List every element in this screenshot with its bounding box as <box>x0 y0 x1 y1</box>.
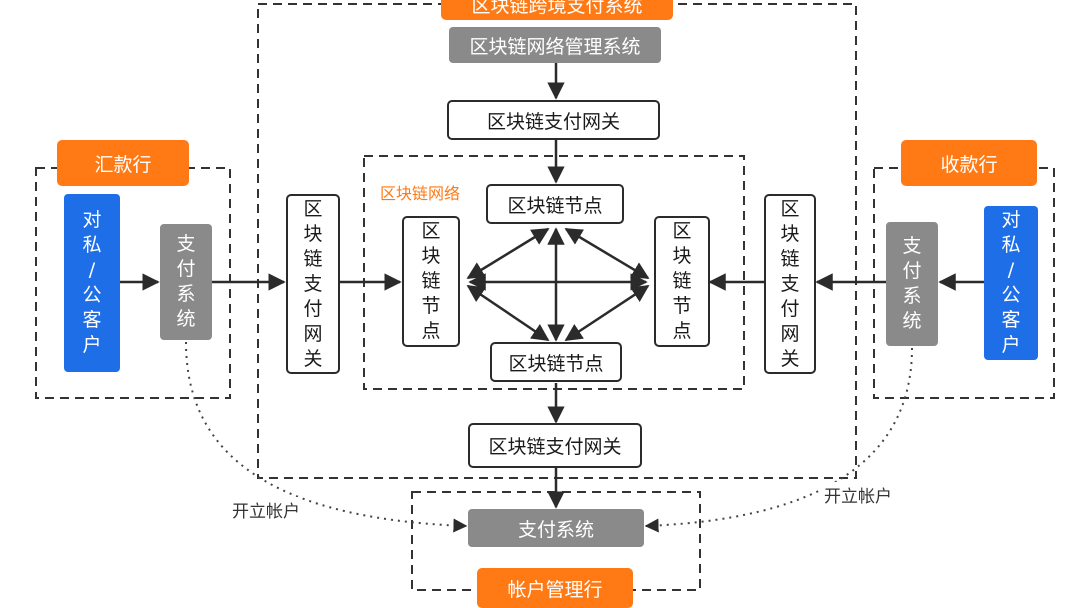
vertical-char: 链 <box>780 247 800 270</box>
vertical-char: 统 <box>902 310 922 332</box>
vertical-char: 块 <box>421 245 441 267</box>
vertical-char: 链 <box>672 270 692 292</box>
right-customer: 对私 / 公客户 <box>984 206 1038 360</box>
vertical-char: 支 <box>176 233 196 255</box>
vertical-char: / <box>1007 259 1015 281</box>
left-customer: 对私 / 公客户 <box>64 194 120 372</box>
vertical-char: 户 <box>1001 334 1021 356</box>
node-left: 区块链节点 <box>402 216 460 347</box>
vertical-char: 付 <box>780 297 800 320</box>
vertical-char: 统 <box>176 308 196 330</box>
vertical-char: 对 <box>1001 209 1021 231</box>
vertical-char: 支 <box>902 235 922 257</box>
vertical-char: 私 <box>1001 234 1021 256</box>
vertical-char: 支 <box>780 272 800 295</box>
vertical-char: 公 <box>82 284 102 306</box>
receive-bank-title: 收款行 <box>901 140 1037 186</box>
account-bank-title: 帐户管理行 <box>477 568 633 608</box>
vertical-char: 区 <box>780 197 800 220</box>
open-account-left-label: 开立帐户 <box>230 497 302 522</box>
gateway-right: 区块链支付网关 <box>764 194 816 374</box>
gateway-right-text: 区块链支付网关 <box>780 197 799 372</box>
left-customer-text: 对私 / 公客户 <box>82 208 101 358</box>
vertical-char: 区 <box>421 220 441 242</box>
network-mgmt-system: 区块链网络管理系统 <box>449 27 661 63</box>
vertical-char: 网 <box>780 322 800 345</box>
network-label: 区块链网络 <box>380 184 461 203</box>
remit-bank-title: 汇款行 <box>57 140 189 186</box>
vertical-char: 客 <box>82 309 102 331</box>
vertical-char: 块 <box>672 245 692 267</box>
node-bottom: 区块链节点 <box>490 342 622 382</box>
vertical-char: 网 <box>303 322 323 345</box>
gateway-bottom: 区块链支付网关 <box>468 423 642 468</box>
right-customer-text: 对私 / 公客户 <box>1001 208 1020 358</box>
vertical-char: 付 <box>176 258 196 280</box>
vertical-char: 块 <box>303 222 323 245</box>
node-right-text: 区块链节点 <box>672 219 691 344</box>
vertical-char: 区 <box>303 197 323 220</box>
vertical-char: 户 <box>82 334 102 356</box>
vertical-char: 客 <box>1001 309 1021 331</box>
vertical-char: 点 <box>672 320 692 342</box>
gateway-left-text: 区块链支付网关 <box>303 197 322 372</box>
vertical-char: 节 <box>672 295 692 317</box>
gateway-left: 区块链支付网关 <box>286 194 340 374</box>
vertical-char: 付 <box>303 297 323 320</box>
right-pay-system: 支付系统 <box>886 222 938 346</box>
node-top: 区块链节点 <box>486 184 624 224</box>
left-pay-system-text: 支付系统 <box>176 232 195 332</box>
vertical-char: 节 <box>421 295 441 317</box>
system-title: 区块链跨境支付系统 <box>441 0 673 20</box>
center-pay-system: 支付系统 <box>468 509 644 547</box>
vertical-char: 关 <box>780 347 800 370</box>
vertical-char: 私 <box>82 234 102 256</box>
right-pay-system-text: 支付系统 <box>902 234 921 334</box>
vertical-char: 付 <box>902 260 922 282</box>
vertical-char: 关 <box>303 347 323 370</box>
vertical-char: 支 <box>303 272 323 295</box>
vertical-char: 链 <box>421 270 441 292</box>
vertical-char: 区 <box>672 220 692 242</box>
vertical-char: 块 <box>780 222 800 245</box>
vertical-char: 系 <box>902 285 922 307</box>
node-left-text: 区块链节点 <box>421 219 440 344</box>
vertical-char: 点 <box>421 320 441 342</box>
gateway-top: 区块链支付网关 <box>447 100 660 140</box>
network-boundary <box>363 155 745 390</box>
node-right: 区块链节点 <box>654 216 710 347</box>
vertical-char: 对 <box>82 209 102 231</box>
vertical-char: 公 <box>1001 284 1021 306</box>
open-account-right-label: 开立帐户 <box>822 482 894 507</box>
vertical-char: / <box>88 259 96 281</box>
vertical-char: 系 <box>176 283 196 305</box>
vertical-char: 链 <box>303 247 323 270</box>
left-pay-system: 支付系统 <box>160 224 212 340</box>
